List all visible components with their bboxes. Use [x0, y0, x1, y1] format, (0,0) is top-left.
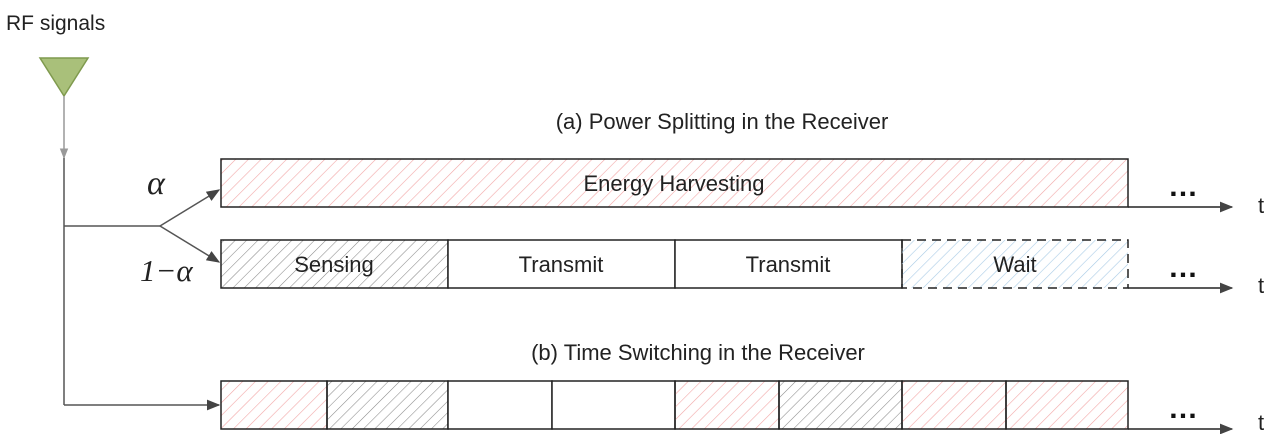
row-time-switching [220, 380, 1129, 430]
wait-label: Wait [993, 252, 1036, 277]
transmit-label-1: Transmit [519, 252, 604, 277]
wait-block [901, 239, 1129, 289]
ts-slot-7 [901, 380, 1007, 430]
title-power-splitting: (a) Power Splitting in the Receiver [556, 109, 889, 134]
ts-slot-3 [447, 380, 553, 430]
ts-slot-1 [220, 380, 328, 430]
energy-harvesting-label: Energy Harvesting [584, 171, 765, 196]
row-energy-harvesting: Energy Harvesting [220, 158, 1129, 208]
transmit-label-2: Transmit [746, 252, 831, 277]
title-time-switching: (b) Time Switching in the Receiver [531, 340, 865, 365]
rf-signals-label: RF signals [6, 12, 105, 35]
transmit-block-2 [674, 239, 903, 289]
ts-slot-5 [674, 380, 780, 430]
antenna-icon [38, 57, 90, 160]
one-minus-alpha-label: 1−α [140, 253, 193, 288]
ellipsis-b: … [1168, 392, 1198, 425]
energy-harvesting-block [220, 158, 1129, 208]
t-label-b: t [1258, 410, 1264, 434]
ts-slot-6 [778, 380, 903, 430]
ts-slot-4 [551, 380, 676, 430]
ts-slot-8 [1005, 380, 1129, 430]
time-axes [1128, 201, 1234, 434]
feed-lines [63, 158, 221, 411]
t-label-a2: t [1258, 273, 1264, 298]
alpha-label: α [147, 165, 166, 202]
ellipsis-a2: … [1168, 251, 1198, 284]
ellipsis-a1: … [1168, 170, 1198, 203]
ts-slot-2 [326, 380, 449, 430]
row-information: Sensing Transmit Transmit Wait [220, 239, 1129, 289]
t-label-a1: t [1258, 193, 1264, 218]
sensing-label: Sensing [294, 252, 374, 277]
